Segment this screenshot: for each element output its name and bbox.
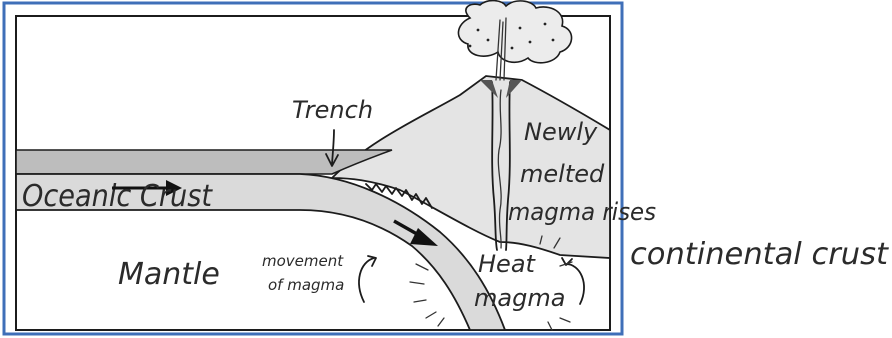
label-mantle: Mantle [118,257,220,292]
label-melted: melted [520,160,605,188]
upper-crust-band [16,150,392,174]
label-magma-rises: magma rises [508,198,656,226]
label-of-magma: of magma [268,276,344,294]
label-newly: Newly [524,118,598,146]
label-continental-crust: continental crust [630,237,889,272]
label-trench: Trench [292,96,373,124]
label-oceanic-crust: Oceanic Crust [22,179,213,214]
label-magma: magma [474,284,565,312]
label-heat: Heat [478,250,537,278]
label-movement: movement [262,252,344,270]
